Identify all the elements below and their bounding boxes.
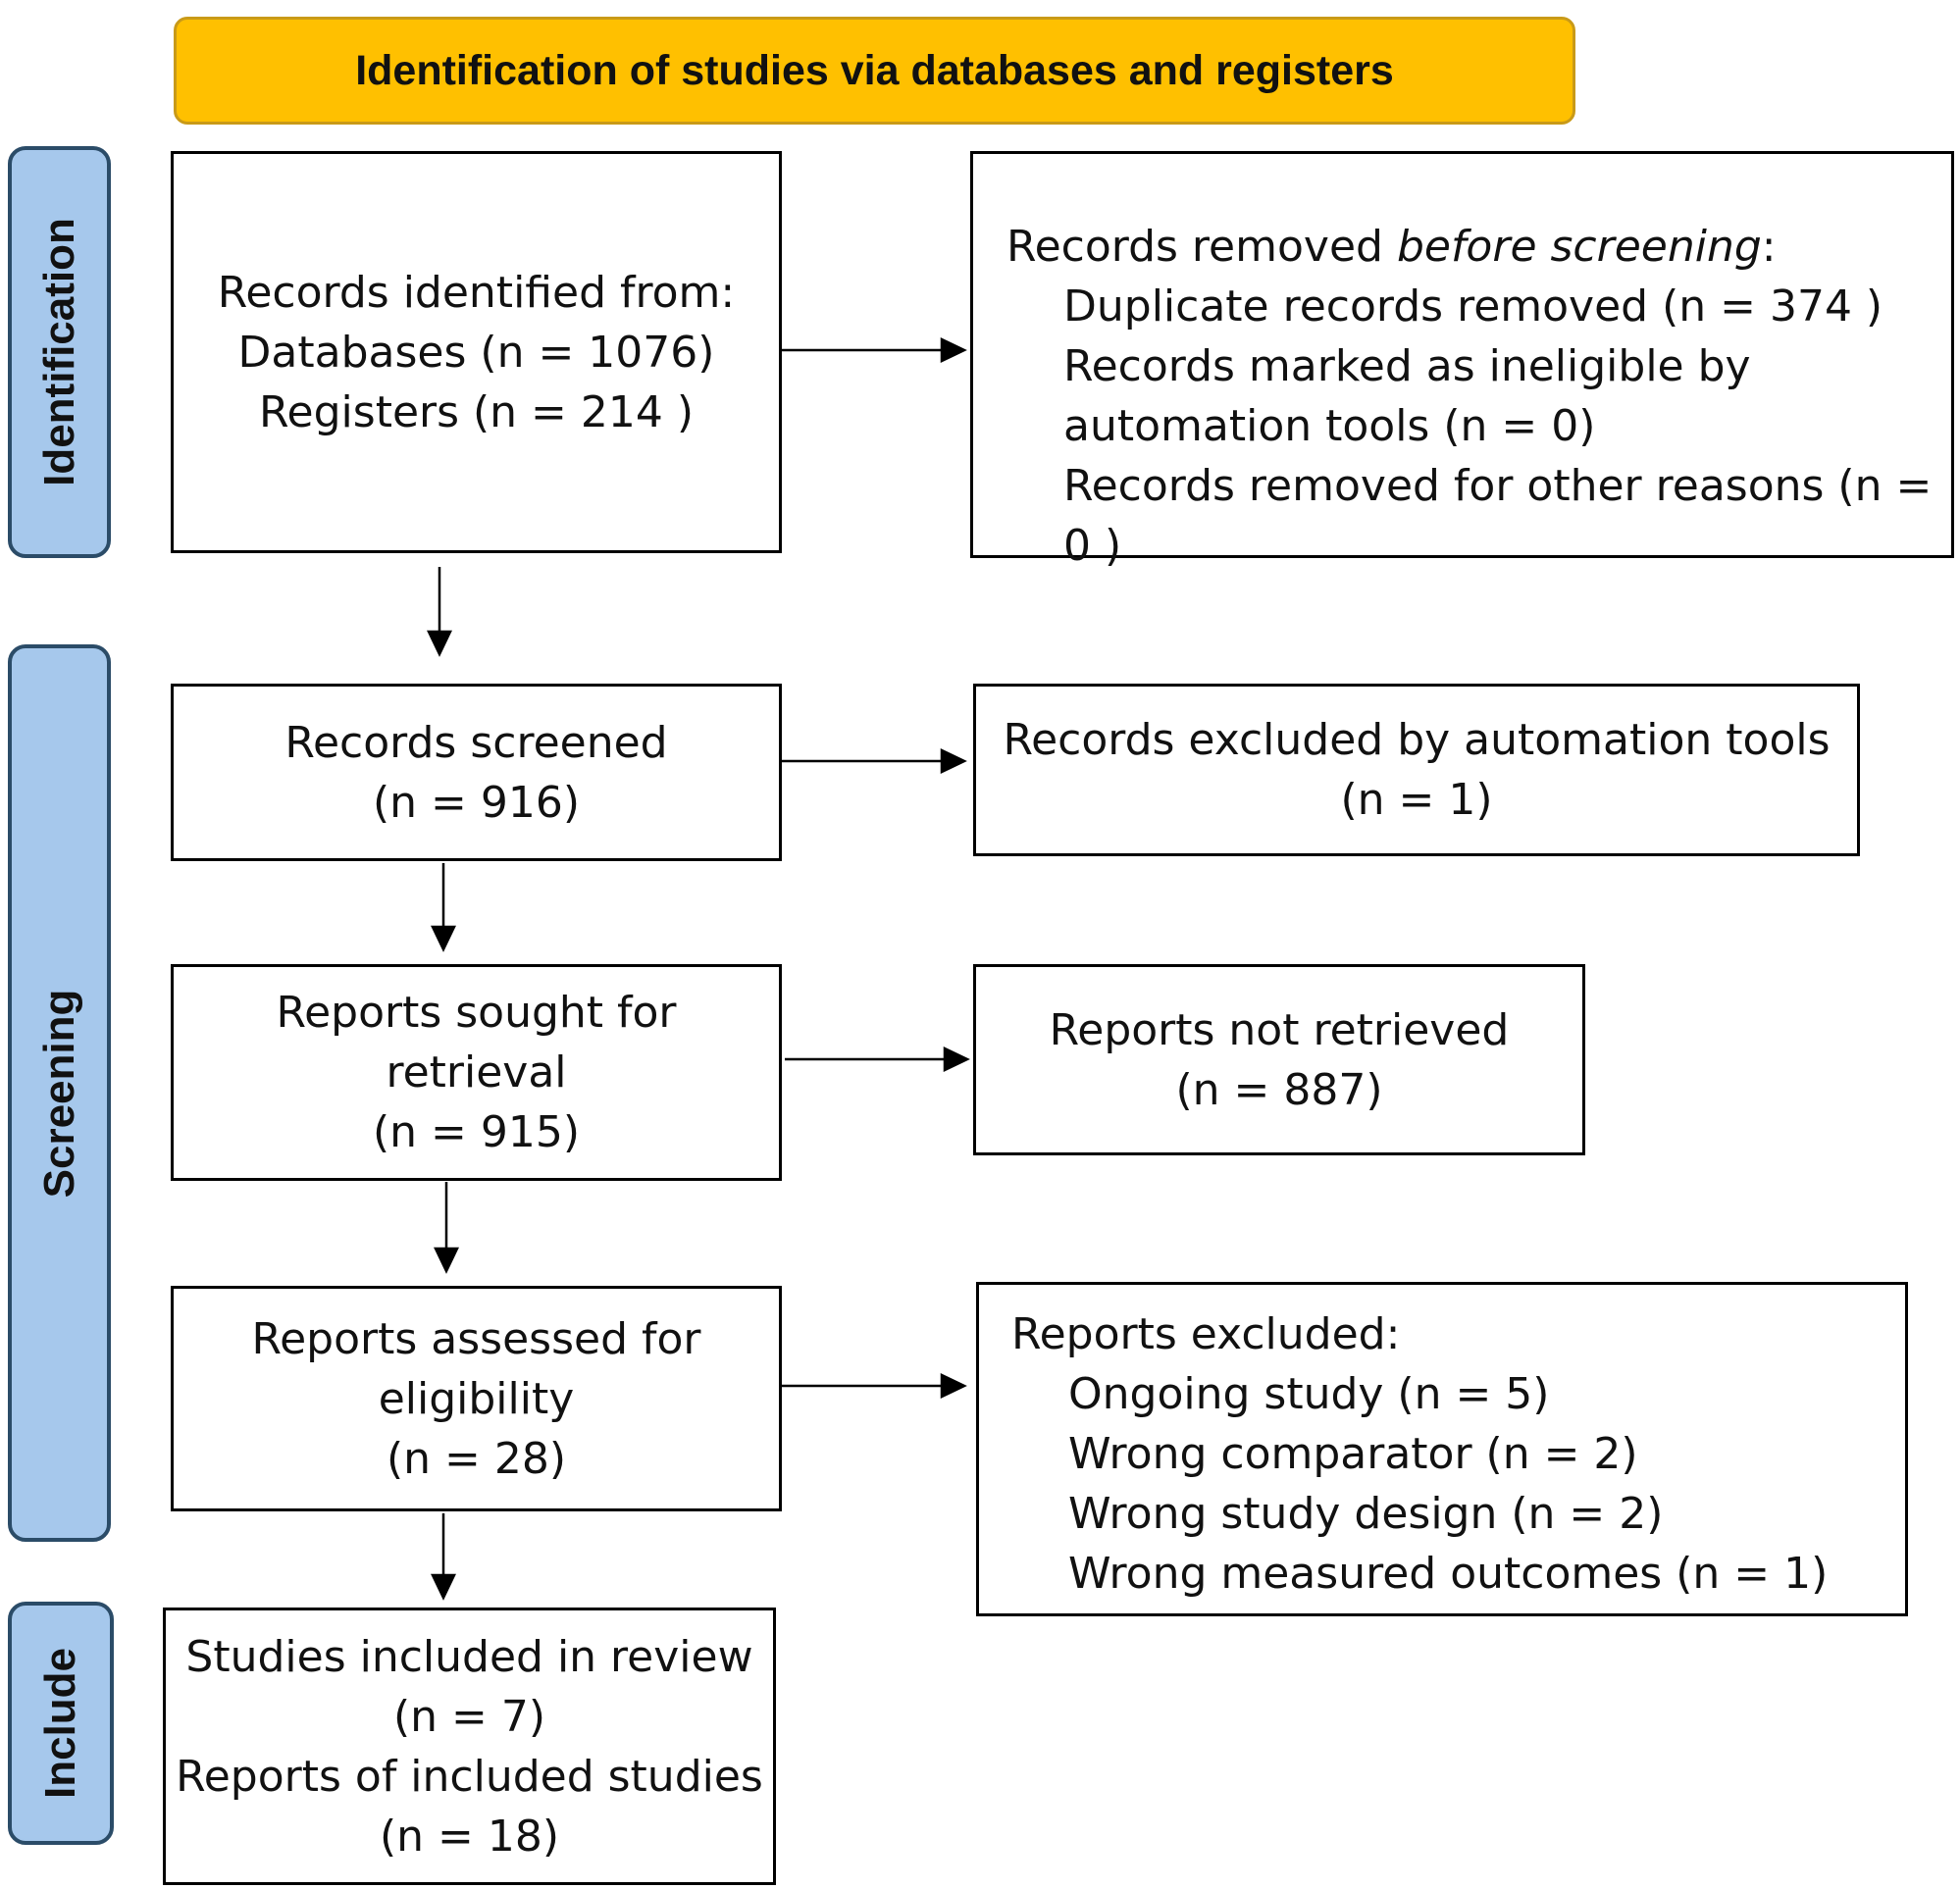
studies-included-count: (n = 7) (392, 1691, 546, 1742)
reports-assessed-label-2: eligibility (378, 1373, 575, 1424)
reports-assessed-box: Reports assessed for eligibility (n = 28… (171, 1286, 782, 1511)
reports-not-retrieved-label: Reports not retrieved (1049, 1004, 1510, 1055)
reports-sought-box: Reports sought for retrieval (n = 915) (171, 964, 782, 1181)
reports-included-count: (n = 18) (379, 1811, 560, 1862)
excluded-ongoing-study: Ongoing study (n = 5) (1068, 1369, 1550, 1419)
ineligible-by-automation: Records marked as ineligible by (1063, 341, 1751, 391)
duplicates-removed: Duplicate records removed (n = 374 ) (1063, 281, 1883, 332)
reports-sought-count: (n = 915) (372, 1107, 581, 1157)
reports-not-retrieved-count: (n = 887) (1175, 1064, 1383, 1115)
reports-excluded-heading: Reports excluded: (1011, 1309, 1401, 1359)
before-screening-emphasis: before screening (1396, 222, 1762, 272)
excluded-wrong-study-design: Wrong study design (n = 2) (1068, 1489, 1664, 1539)
phase-screening: Screening (8, 644, 111, 1542)
records-removed-heading: Records removed before screening: (1006, 222, 1777, 272)
removed-other-reasons: Records removed for other reasons (n = 0… (1063, 461, 1933, 571)
header-banner: Identification of studies via databases … (174, 17, 1575, 125)
records-excluded-automation-count: (n = 1) (1340, 775, 1493, 825)
phase-include: Include (8, 1602, 114, 1845)
excluded-wrong-comparator: Wrong comparator (n = 2) (1068, 1429, 1638, 1479)
reports-sought-label-1: Reports sought for (276, 988, 677, 1038)
reports-included-label: Reports of included studies (176, 1751, 763, 1802)
studies-included-label: Studies included in review (185, 1631, 753, 1682)
studies-included-box: Studies included in review (n = 7) Repor… (163, 1608, 776, 1885)
phase-identification: Identification (8, 146, 111, 558)
records-screened-count: (n = 916) (372, 777, 581, 828)
reports-sought-label-2: retrieval (386, 1047, 567, 1098)
records-excluded-automation-box: Records excluded by automation tools (n … (973, 684, 1860, 856)
records-identified-heading: Records identified from: (217, 267, 736, 318)
records-screened-box: Records screened (n = 916) (171, 684, 782, 861)
records-registers: Registers (n = 214 ) (258, 386, 695, 437)
records-excluded-automation-label: Records excluded by automation tools (1003, 715, 1831, 765)
reports-excluded-box: Reports excluded: Ongoing study (n = 5) … (976, 1282, 1908, 1616)
ineligible-by-automation-count: automation tools (n = 0) (1063, 401, 1596, 451)
records-removed-box: Records removed before screening: Duplic… (970, 151, 1954, 571)
excluded-wrong-outcomes: Wrong measured outcomes (n = 1) (1068, 1549, 1829, 1599)
reports-assessed-count: (n = 28) (386, 1433, 567, 1484)
records-databases: Databases (n = 1076) (237, 327, 715, 378)
records-identified-box: Records identified from: Databases (n = … (171, 151, 782, 553)
header-title: Identification of studies via databases … (355, 46, 1394, 94)
reports-assessed-label-1: Reports assessed for (251, 1313, 701, 1364)
records-screened-label: Records screened (284, 717, 668, 768)
reports-not-retrieved-box: Reports not retrieved (n = 887) (973, 964, 1585, 1155)
